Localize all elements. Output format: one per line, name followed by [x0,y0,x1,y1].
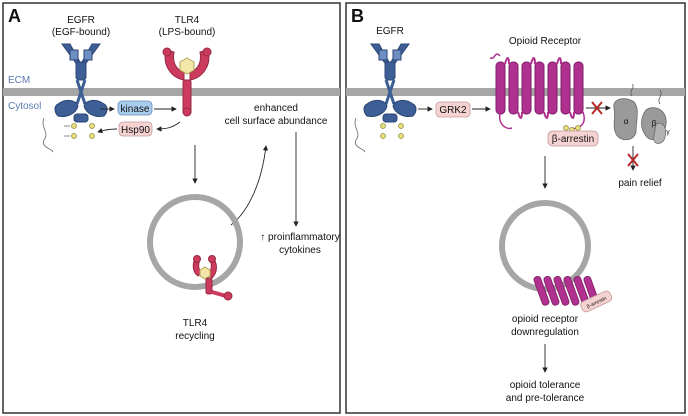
cytokines-label-line1: ↑ proinflammatory [260,232,339,243]
kinase-label: kinase [121,104,150,115]
egfr-receptor-b [363,43,417,123]
beta-arrestin-small-box [580,290,613,313]
recycling-label-line2: recycling [175,331,214,342]
internalized-tlr4 [192,255,233,301]
grk2-label: GRK2 [439,105,467,116]
egfr-tail-b [354,117,366,153]
beta-arrestin-box [547,130,599,147]
enhanced-label-line1: enhanced [254,103,298,114]
hsp90-label: Hsp90 [121,125,150,136]
panel-a-letter: A [8,6,21,26]
grk2-box [435,101,471,118]
endosome-b [499,200,591,292]
tlr4-label: TLR4 [175,15,200,26]
pain-relief-label: pain relief [618,178,662,189]
cytosol-label: Cytosol [8,101,41,112]
egfr-label-b: EGFR [376,26,404,37]
enhanced-label-line2: cell surface abundance [225,116,328,127]
inhibit-cross-1 [591,101,603,115]
g-beta-label: β [652,119,657,128]
phosphate-groups-b [380,123,404,139]
phosphate-links-a [64,125,70,137]
tlr4-receptor [162,47,212,117]
inhibit-cross-2 [627,153,639,167]
egfr-state-label: (EGF-bound) [52,27,110,38]
egfr-receptor-a [54,43,108,123]
g-protein [613,83,667,144]
opioid-receptor [489,53,585,130]
cytokines-label-line2: cytokines [279,245,321,256]
panel-b-letter: B [351,6,364,26]
g-alpha-label: α [624,117,629,126]
g-gamma-label: γ [666,129,670,136]
tolerance-label-line2: and pre-tolerance [506,393,585,404]
endosome-a [147,194,243,290]
tolerance-label-line1: opioid tolerance [510,380,581,391]
arrows-b [418,105,636,373]
downregulation-label-line2: downregulation [511,327,579,338]
panel-a: A ECM Cytosol EGFR (EGF-bound) TLR4 (LPS [2,2,341,414]
opioid-receptor-label: Opioid Receptor [509,36,582,47]
hsp90-box [118,121,153,137]
tlr4-state-label: (LPS-bound) [159,27,216,38]
ecm-label-a: ECM [8,75,30,86]
phosphate-groups-a [71,123,95,139]
recycling-label-line1: TLR4 [183,318,208,329]
downregulation-label-line1: opioid receptor [512,314,579,325]
kinase-box [117,100,153,116]
plasma-membrane-a [3,88,340,96]
panel-b: B EGFR GRK2 Opioid Receptor [345,2,686,414]
egfr-tail-a [42,117,54,153]
internalized-opioid-receptor [533,275,600,306]
egfr-label-a: EGFR [67,15,95,26]
beta-arrestin-label: β-arrestin [552,134,594,145]
